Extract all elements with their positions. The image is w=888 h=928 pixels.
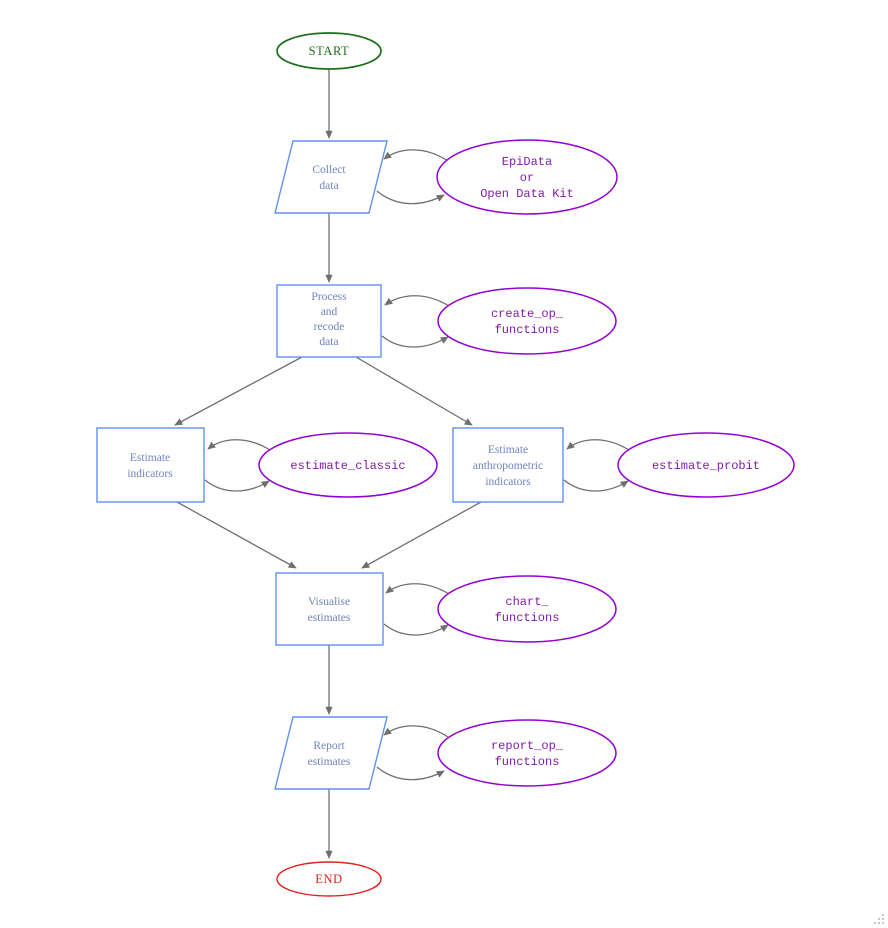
estimate-anthropometric-label-line3: indicators [485,476,531,488]
edge-estimate-anthropometric-to-visualise [361,501,482,569]
resize-grip[interactable] [871,911,886,926]
process-recode-label-line4: data [319,336,338,348]
report-op-label-line2: functions [495,755,560,769]
process-recode-label-line1: Process [311,291,347,303]
chart-functions-label-line1: chart_ [505,595,549,609]
create-op-functions-node [437,287,617,355]
report-estimates-label-line1: Report [313,740,345,752]
grip-dot [878,918,880,920]
grip-dot [882,914,884,916]
start-node [276,32,382,70]
grip-dot [878,922,880,924]
end-node [276,861,382,897]
estimate-classic-label: estimate_classic [290,459,405,473]
epidata-odk-node [436,139,618,215]
collect-data-label-line1: Collect [312,164,346,176]
visualise-estimates-label-line1: Visualise [308,596,350,608]
grip-dot [874,922,876,924]
estimate-anthropometric-label-line1: Estimate [488,444,528,456]
epidata-label-line3: Open Data Kit [480,187,574,201]
edge-layer [174,69,630,859]
grip-dot [882,922,884,924]
epidata-label-line2: or [520,171,534,185]
collect-data-node [274,140,388,214]
edge-process-to-estimate-anthropometric [355,356,473,426]
edge-estimate-classic-to-indicators [207,439,271,451]
report-estimates-node [274,716,388,790]
resize-grip-icon [874,914,884,924]
edge-epidata-to-collect [383,149,449,162]
chart-functions-label-line2: functions [495,611,560,625]
epidata-label-line1: EpiData [502,155,552,169]
edge-chart-to-visualise [385,583,450,595]
edge-report-op-to-report [383,725,449,738]
edge-indicators-to-estimate-classic [204,479,270,492]
edge-visualise-to-chart [383,623,449,636]
estimate-probit-label: estimate_probit [652,459,760,473]
node-layer: START Collect data EpiData or Open Data … [96,32,795,897]
edge-process-to-estimate-indicators [174,356,303,426]
estimate-anthropometric-node [452,427,564,503]
grip-dot [882,918,884,920]
report-op-label-line1: report_op_ [491,739,564,753]
process-recode-label-line3: recode [314,321,345,333]
process-recode-label-line2: and [321,306,338,318]
create-op-label-line2: functions [495,323,560,337]
estimate-indicators-node [96,427,205,503]
edge-process-to-create-op [381,335,449,348]
edge-anthropometric-to-estimate-probit [563,479,629,492]
report-op-functions-node [437,719,617,787]
estimate-indicators-label-line2: indicators [127,468,173,480]
edge-create-op-to-process [384,295,450,307]
end-label: END [315,872,343,886]
edge-estimate-probit-to-anthropometric [566,439,630,451]
estimate-indicators-label-line1: Estimate [130,452,170,464]
chart-functions-node [437,575,617,643]
edge-report-to-report-op [376,766,445,781]
process-recode-node [276,284,382,358]
estimate-anthropometric-label-line2: anthropometric [473,460,543,472]
visualise-estimates-node [275,572,384,646]
edge-collect-to-epidata [376,190,445,205]
report-estimates-label-line2: estimates [308,756,351,768]
visualise-estimates-label-line2: estimates [308,612,351,624]
edge-estimate-indicators-to-visualise [176,501,297,569]
create-op-label-line1: create_op_ [491,307,564,321]
estimate-classic-node [258,432,438,498]
collect-data-label-line2: data [319,180,338,192]
start-label: START [309,44,350,58]
estimate-probit-node [617,432,795,498]
